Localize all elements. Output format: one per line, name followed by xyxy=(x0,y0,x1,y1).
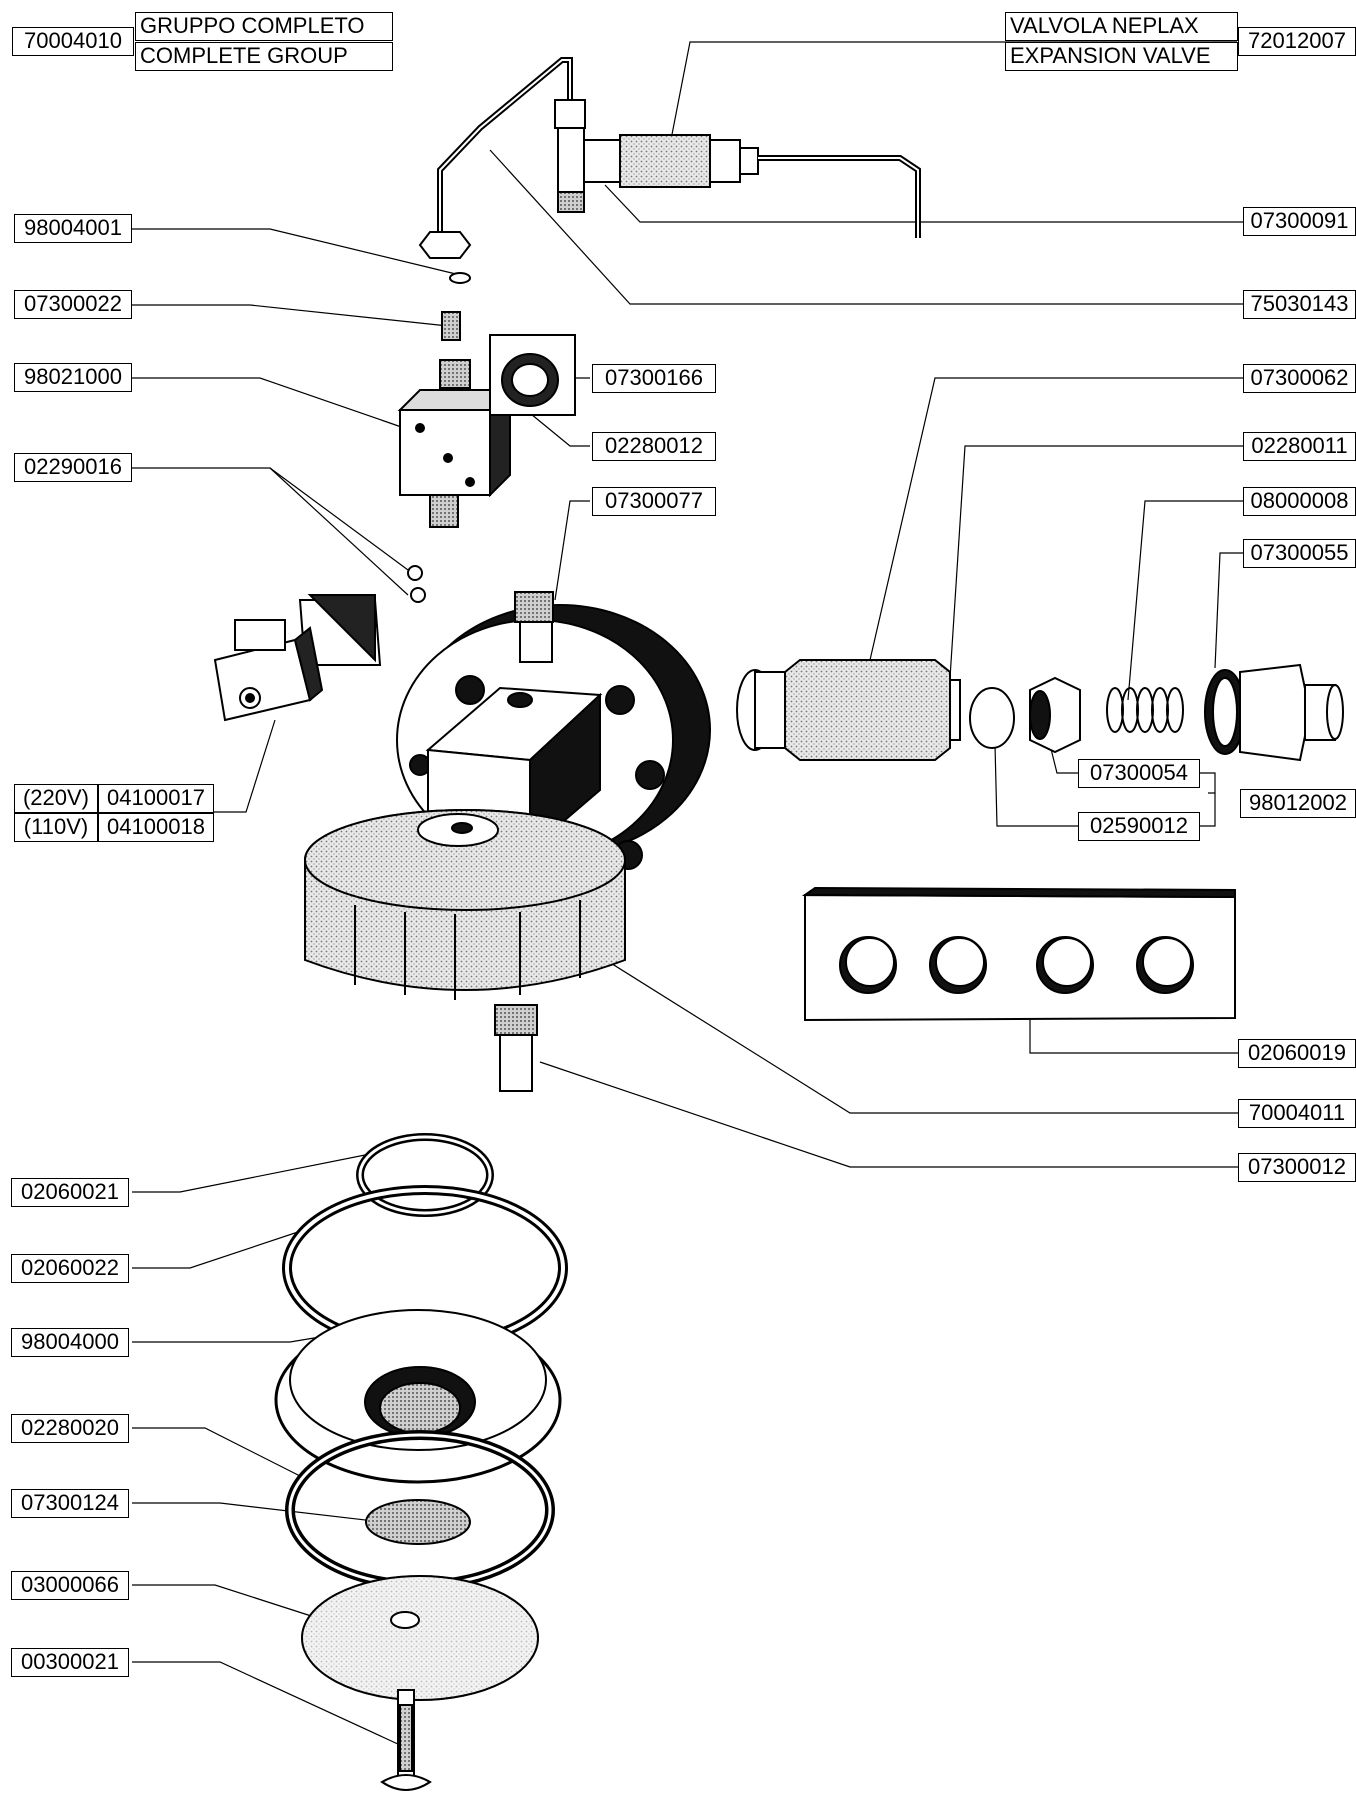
part-label: 07300055 xyxy=(1243,539,1356,568)
spacer-plate xyxy=(801,886,1236,1022)
main-group-body xyxy=(304,591,711,1092)
voltage-220-label: (220V) xyxy=(14,784,98,813)
part-label: 08000008 xyxy=(1243,487,1356,516)
expansion-valve-assembly xyxy=(418,57,921,259)
part-label: 02290016 xyxy=(14,453,132,482)
group-title-it: GRUPPO COMPLETO xyxy=(135,12,393,41)
part-label: 02280020 xyxy=(11,1414,129,1443)
part-label: 75030143 xyxy=(1243,290,1356,319)
part-label: 07300124 xyxy=(11,1489,129,1518)
part-label: 07300054 xyxy=(1078,759,1200,788)
voltage-220-code: 04100017 xyxy=(98,784,214,813)
part-label: 98012002 xyxy=(1240,789,1356,818)
part-label: 00300021 xyxy=(11,1648,129,1677)
part-label: 98021000 xyxy=(14,363,132,392)
valve-parts-right xyxy=(736,659,1344,762)
part-label: 02060021 xyxy=(11,1178,129,1207)
part-label: 07300077 xyxy=(592,487,716,516)
valve-body xyxy=(397,334,576,603)
part-label: 98004000 xyxy=(11,1328,129,1357)
part-label: 02060022 xyxy=(11,1254,129,1283)
part-label: 07300166 xyxy=(592,364,716,393)
part-label: 07300022 xyxy=(14,290,132,319)
pipe-nipple-and-washer xyxy=(441,272,471,341)
group-code: 70004010 xyxy=(12,27,134,56)
lower-gaskets-and-shower xyxy=(274,1133,568,1791)
part-label: 02590012 xyxy=(1078,812,1200,841)
voltage-110-code: 04100018 xyxy=(98,813,214,842)
solenoid-coil xyxy=(213,594,382,722)
group-title-en: COMPLETE GROUP xyxy=(135,42,393,71)
part-label: 98004001 xyxy=(14,214,132,243)
part-label: 07300012 xyxy=(1238,1153,1356,1182)
expansion-valve-title-en: EXPANSION VALVE xyxy=(1005,42,1238,71)
expansion-valve-code: 72012007 xyxy=(1238,27,1356,56)
part-label: 07300062 xyxy=(1243,364,1356,393)
part-label: 02280012 xyxy=(592,432,716,461)
part-label: 03000066 xyxy=(11,1571,129,1600)
expansion-valve-title-it: VALVOLA NEPLAX xyxy=(1005,12,1238,41)
part-label: 02280011 xyxy=(1243,432,1356,461)
part-label: 07300091 xyxy=(1243,207,1356,236)
voltage-110-label: (110V) xyxy=(14,813,98,842)
part-label: 02060019 xyxy=(1238,1039,1356,1068)
part-label: 70004011 xyxy=(1238,1099,1356,1128)
